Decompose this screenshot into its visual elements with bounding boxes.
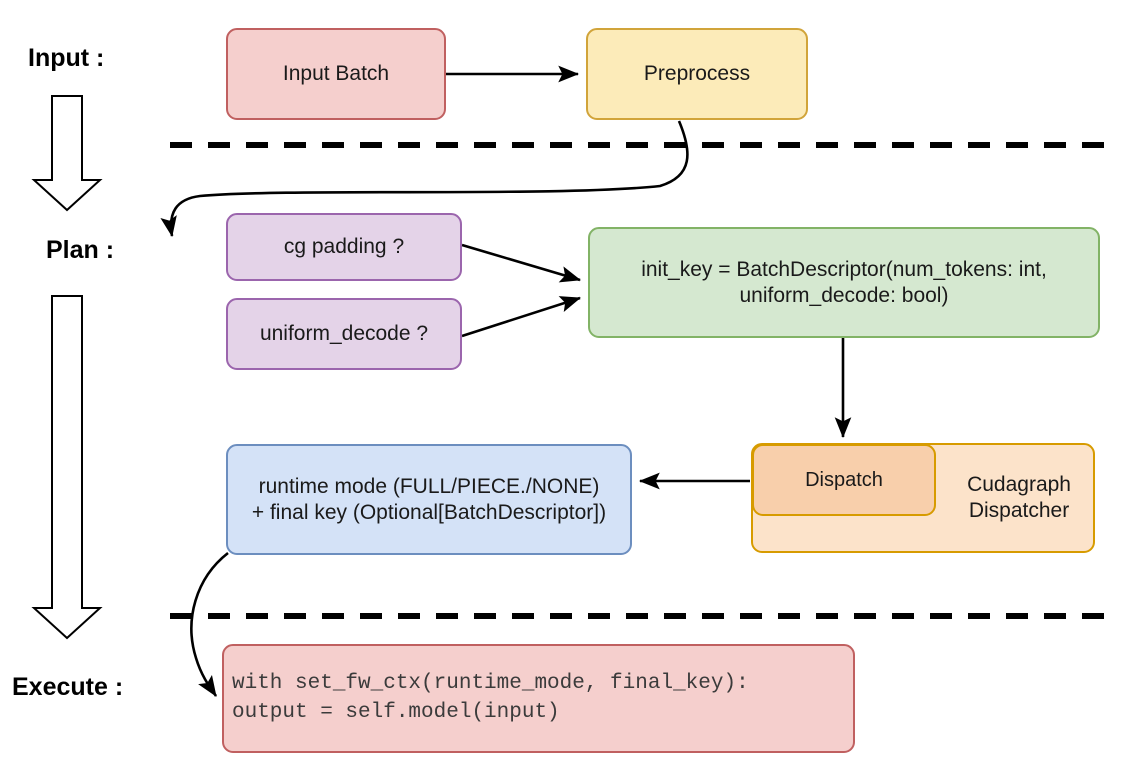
node-input-batch[interactable]: Input Batch <box>226 28 446 120</box>
node-cudagraph-dispatcher-label: Cudagraph Dispatcher <box>967 473 1071 522</box>
node-input-batch-label: Input Batch <box>282 62 390 86</box>
node-cg-padding-label: cg padding ? <box>283 235 405 259</box>
node-uniform-decode-label: uniform_decode ? <box>259 322 429 346</box>
node-init-key[interactable]: init_key = BatchDescriptor(num_tokens: i… <box>588 227 1100 338</box>
stage-label-plan: Plan : <box>46 236 114 265</box>
node-cg-padding[interactable]: cg padding ? <box>226 213 462 281</box>
plan-to-execute-arrow <box>31 295 103 640</box>
node-init-key-label: init_key = BatchDescriptor(num_tokens: i… <box>641 257 1047 307</box>
stage-label-input: Input : <box>28 44 104 73</box>
node-preprocess[interactable]: Preprocess <box>586 28 808 120</box>
input-to-plan-arrow <box>31 95 103 212</box>
node-execute-code-label: with set_fw_ctx(runtime_mode, final_key)… <box>232 671 749 724</box>
node-uniform-decode[interactable]: uniform_decode ? <box>226 298 462 370</box>
stage-label-input-text: Input : <box>28 44 105 72</box>
node-dispatch[interactable]: Dispatch <box>752 444 936 516</box>
node-execute-code[interactable]: with set_fw_ctx(runtime_mode, final_key)… <box>222 644 855 753</box>
node-dispatch-label: Dispatch <box>805 468 883 491</box>
stage-label-plan-text: Plan : <box>46 236 115 264</box>
node-runtime-mode[interactable]: runtime mode (FULL/PIECE./NONE) + final … <box>226 444 632 555</box>
uniform-decode-to-init-key-connector <box>461 296 581 338</box>
node-preprocess-label: Preprocess <box>643 62 751 86</box>
stage-label-execute-text: Execute : <box>12 673 124 701</box>
cg-padding-to-init-key-connector <box>461 243 581 283</box>
node-runtime-mode-label: runtime mode (FULL/PIECE./NONE) + final … <box>251 474 607 524</box>
stage-label-execute: Execute : <box>12 673 123 702</box>
